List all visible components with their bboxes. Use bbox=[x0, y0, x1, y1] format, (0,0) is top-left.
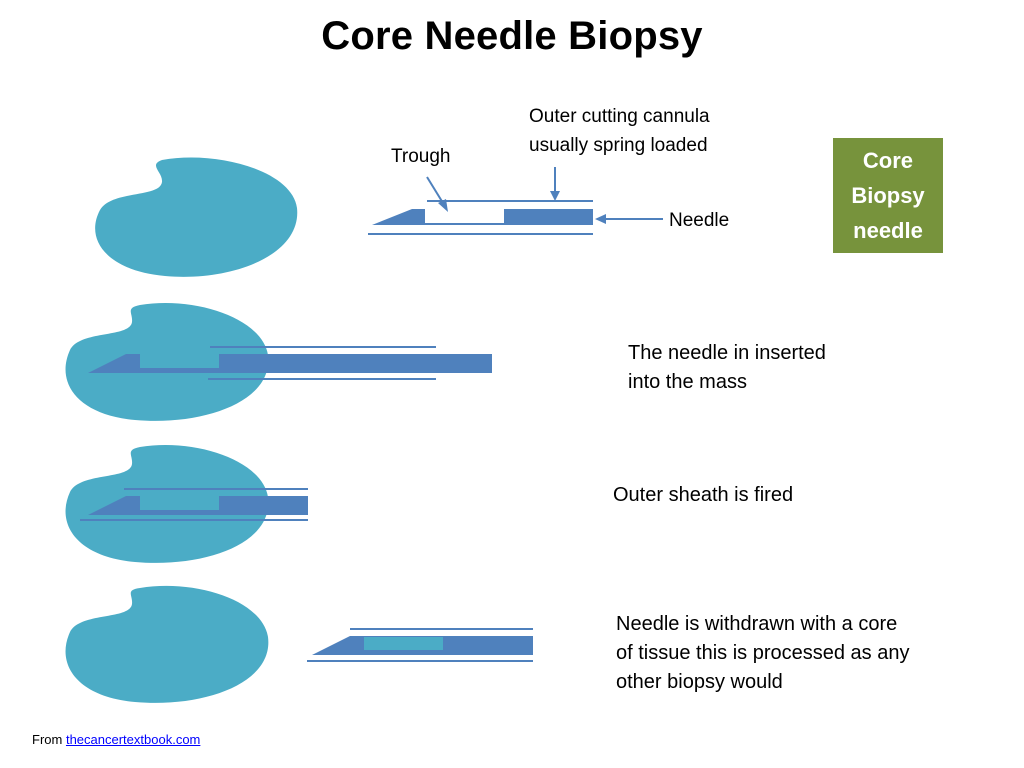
needle-diagram-inserted bbox=[88, 346, 492, 380]
outer-cannula-label: Outer cutting cannula usually spring loa… bbox=[529, 106, 710, 156]
needle-body bbox=[88, 354, 492, 373]
page-title: Core Needle Biopsy bbox=[321, 14, 703, 58]
needle-label: Needle bbox=[669, 210, 730, 231]
source-footer: From thecancertextbook.com bbox=[32, 732, 201, 747]
tissue-core bbox=[364, 637, 443, 650]
trough-arrow bbox=[426, 176, 448, 212]
step-description-withdrawn: Needle is withdrawn with a core of tissu… bbox=[616, 613, 910, 693]
cannula-arrow bbox=[550, 167, 560, 201]
needle-diagram-top bbox=[368, 200, 593, 235]
needle-body bbox=[88, 496, 308, 515]
needle-body bbox=[372, 209, 593, 225]
tissue-mass-4 bbox=[65, 585, 269, 703]
core-biopsy-needle-badge: Core Biopsy needle bbox=[833, 138, 943, 253]
trough-label: Trough bbox=[391, 146, 451, 167]
step-description-inserted: The needle in inserted into the mass bbox=[628, 342, 826, 393]
tissue-mass-3 bbox=[65, 444, 269, 563]
needle-diagram-withdrawn bbox=[307, 628, 533, 662]
tissue-mass-1 bbox=[95, 157, 298, 277]
step-description-fired: Outer sheath is fired bbox=[613, 484, 794, 506]
needle-arrow bbox=[595, 214, 663, 224]
tissue-mass-2 bbox=[65, 302, 269, 421]
needle-diagram-fired bbox=[80, 488, 308, 521]
annotation-arrows bbox=[426, 167, 663, 224]
source-link[interactable]: thecancertextbook.com bbox=[65, 732, 201, 747]
